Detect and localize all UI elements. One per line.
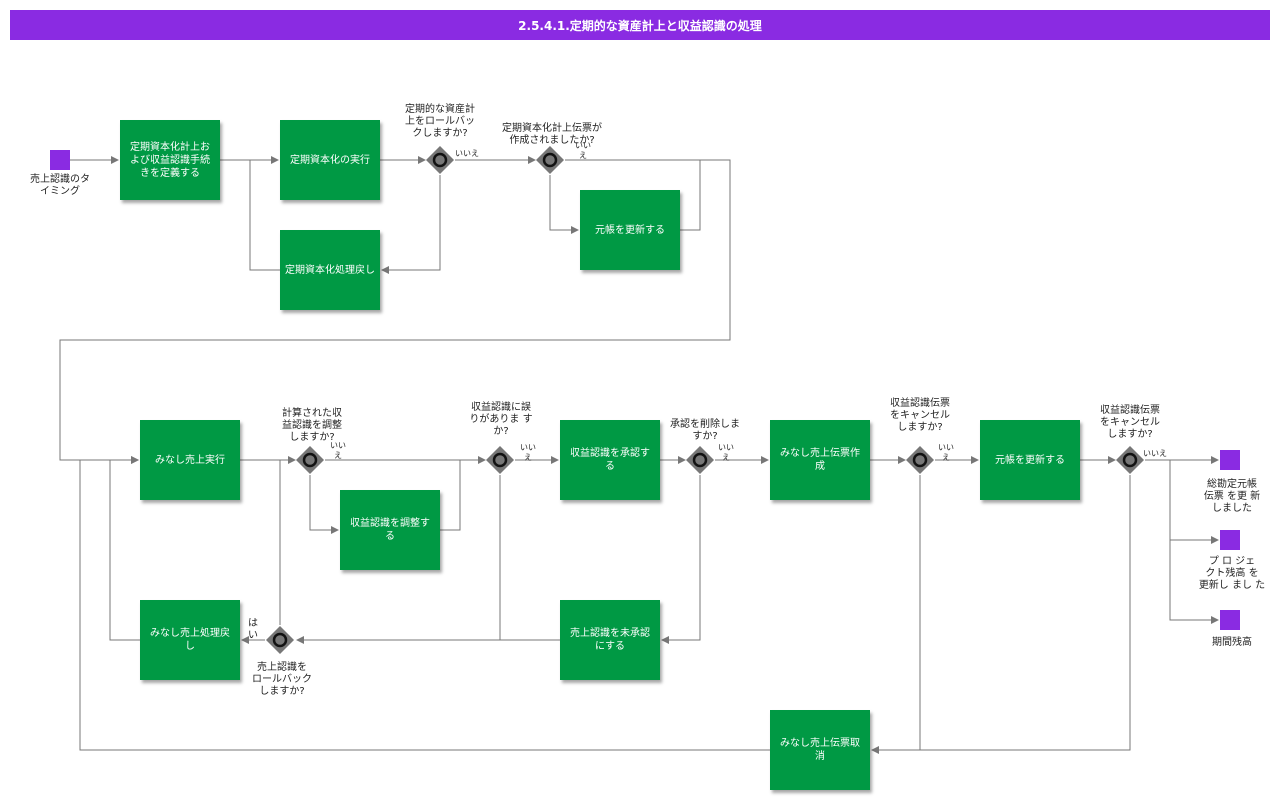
end-event-ledger[interactable]: [1220, 450, 1240, 470]
end-event-project-balance[interactable]: [1220, 530, 1240, 550]
gateway-icon[interactable]: [485, 445, 515, 475]
gateway-8-question: 売上認識を ロールバック しますか?: [252, 662, 312, 697]
task-run-capitalization[interactable]: 定期資本化の実行: [280, 120, 380, 200]
task-update-ledger-1[interactable]: 元帳を更新する: [580, 190, 680, 270]
gateway-3-question: 計算された収 益認識を調整 しますか?: [282, 408, 342, 443]
gateway-icon[interactable]: [295, 445, 325, 475]
task-cancel-deemed-doc[interactable]: みなし売上伝票取 消: [770, 710, 870, 790]
gateway-2-branch: いい え: [575, 141, 591, 160]
gateway-7-question: 収益認識伝票 をキャンセル しますか?: [1100, 405, 1160, 440]
gateway-icon[interactable]: [1115, 445, 1145, 475]
gateway-1-question: 定期的な資産計 上をロールバッ クしますか?: [405, 104, 475, 139]
diagram-title: 2.5.4.1.定期的な資産計上と収益認識の処理: [10, 10, 1270, 40]
task-define-procedure[interactable]: 定期資本化計上お よび収益認識手続 きを定義する: [120, 120, 220, 200]
gateway-6-branch: いい え: [938, 443, 954, 462]
gateway-icon[interactable]: [685, 445, 715, 475]
task-update-ledger-2[interactable]: 元帳を更新する: [980, 420, 1080, 500]
gateway-1-branch: いいえ: [455, 149, 479, 158]
gateway-7-branch: いいえ: [1143, 449, 1167, 458]
gateway-icon[interactable]: [265, 625, 295, 655]
task-rollback-deemed-sales[interactable]: みなし売上処理戻 し: [140, 600, 240, 680]
gateway-8-branch: は い: [248, 618, 258, 641]
gateway-icon[interactable]: [905, 445, 935, 475]
gateway-3-branch: いい え: [330, 441, 346, 460]
gateway-4-branch: いい え: [520, 443, 536, 462]
gateway-4-question: 収益認識に誤 りがありま す か?: [469, 402, 533, 437]
task-approve-revenue[interactable]: 収益認識を承認す る: [560, 420, 660, 500]
end-event-project-balance-label: プ ロ ジェ クト残高 を 更新し まし た: [1198, 556, 1266, 591]
task-rollback-capitalization[interactable]: 定期資本化処理戻し: [280, 230, 380, 310]
gateway-5-question: 承認を削除しま すか?: [670, 419, 740, 442]
gateway-icon[interactable]: [535, 145, 565, 175]
task-unapprove-sales[interactable]: 売上認識を未承認 にする: [560, 600, 660, 680]
gateway-2-question: 定期資本化計上伝票が 作成されましたか?: [502, 123, 602, 146]
task-run-deemed-sales[interactable]: みなし売上実行: [140, 420, 240, 500]
end-event-period-balance-label: 期間残高: [1212, 637, 1252, 648]
start-event-label: 売上認識のタ イミング: [30, 174, 90, 197]
gateway-5-branch: いい え: [718, 443, 734, 462]
end-event-period-balance[interactable]: [1220, 610, 1240, 630]
task-adjust-revenue[interactable]: 収益認識を調整す る: [340, 490, 440, 570]
task-create-deemed-doc[interactable]: みなし売上伝票作 成: [770, 420, 870, 500]
gateway-6-question: 収益認識伝票 をキャンセル しますか?: [890, 398, 950, 433]
gateway-icon[interactable]: [425, 145, 455, 175]
start-event[interactable]: [50, 150, 70, 170]
end-event-ledger-label: 総勘定元帳 伝票 を更 新 しました: [1203, 479, 1261, 514]
